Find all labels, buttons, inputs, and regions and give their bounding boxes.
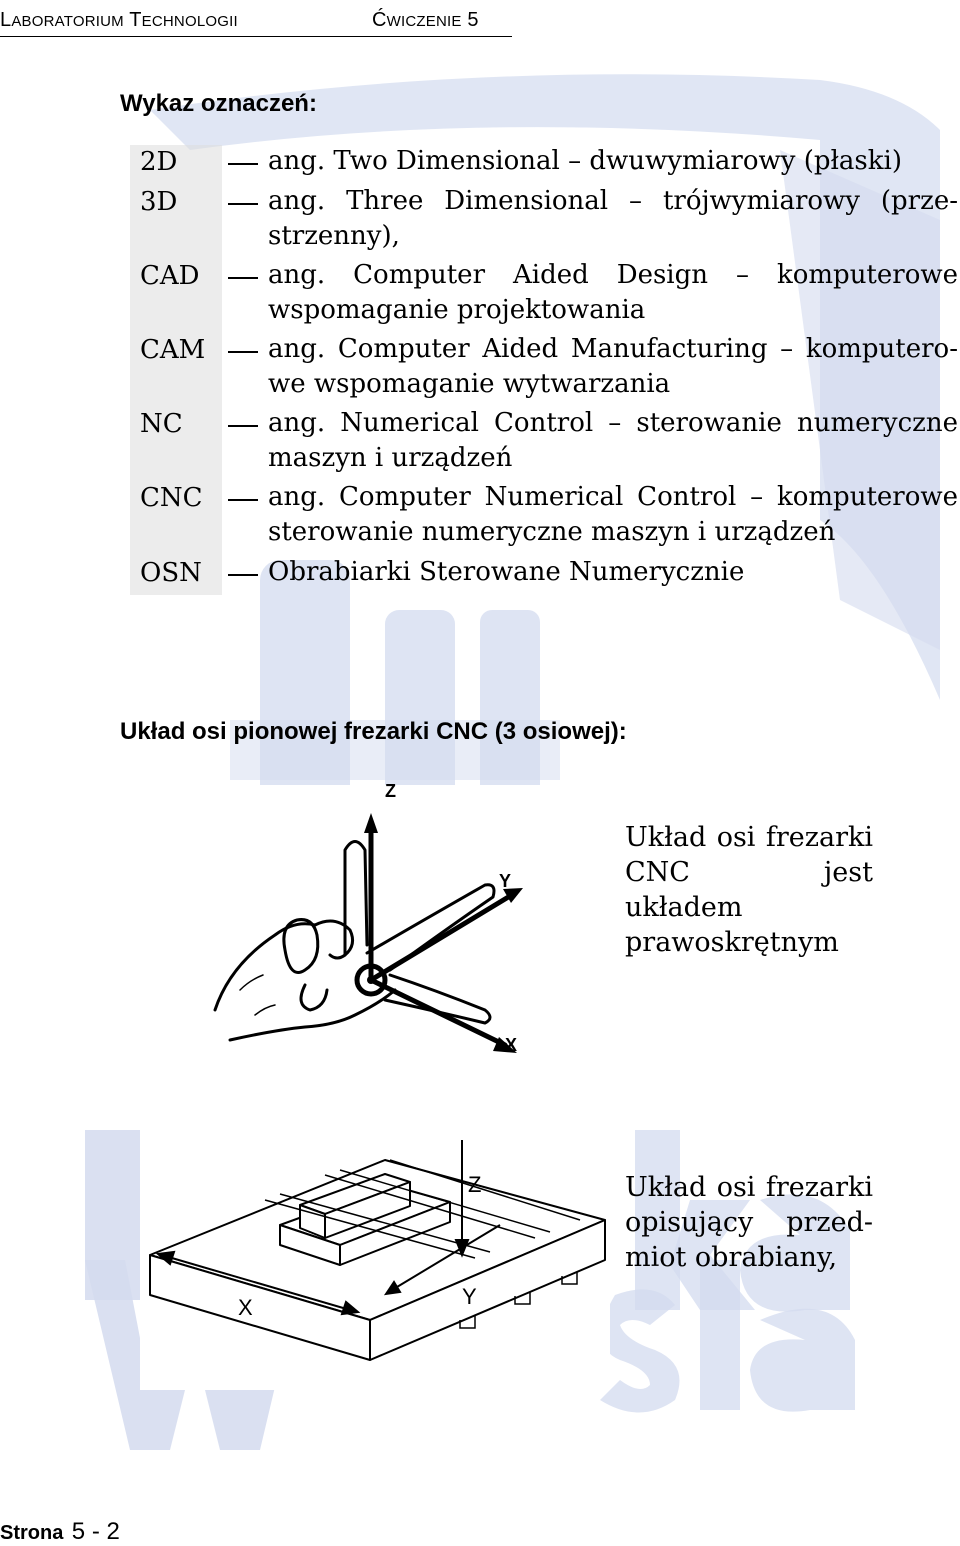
page-footer: Strona 5 - 2: [0, 1518, 120, 1546]
right-hand-rule-figure: Z Y X: [185, 781, 545, 1065]
dash: [228, 163, 258, 165]
abbr-2d-description: ang. Two Dimensional – dwuwymiarowy (pła…: [268, 146, 902, 176]
abbr-cam: CAM: [140, 335, 206, 365]
abbr-nc: NC: [140, 409, 183, 439]
abbreviations-heading: Wykaz oznaczeń:: [120, 90, 317, 117]
header-course-title: LABORATORIUM TECHNOLOGII: [0, 9, 238, 31]
abbr-osn: OSN: [140, 558, 202, 588]
abbr-cnc-description: ang. Computer Numerical Control – komput…: [268, 482, 958, 547]
dash: [228, 351, 258, 353]
dash: [228, 203, 258, 205]
hand-z-label: Z: [385, 781, 396, 801]
abbr-cad-description: ang. Computer Aided Design – komputerowe…: [268, 260, 958, 325]
table-figure-note: Układ osi frezarki opisujący przed- miot…: [625, 1170, 873, 1275]
abbr-osn-description: Obrabiarki Sterowane Numerycznie: [268, 557, 745, 587]
abbr-cad: CAD: [140, 261, 200, 291]
axes-heading: Układ osi pionowej frezarki CNC (3 osiow…: [120, 718, 627, 745]
dash: [228, 574, 258, 576]
table-z-label: Z: [468, 1172, 481, 1197]
table-x-label: X: [238, 1295, 253, 1320]
abbr-cam-description: ang. Computer Aided Manufacturing – komp…: [268, 334, 958, 399]
hand-note-line: Układ osi frezarki: [625, 822, 873, 853]
hand-y-label: Y: [499, 871, 511, 891]
dash: [228, 277, 258, 279]
table-note-line: opisujący przed-: [625, 1207, 873, 1238]
table-note-line: miot obrabiany,: [625, 1242, 838, 1273]
hand-figure-note: Układ osi frezarki CNC jest układem praw…: [625, 820, 873, 960]
hand-note-line: CNC jest układem: [625, 857, 873, 923]
dash: [228, 425, 258, 427]
abbr-3d-description: ang. Three Dimensional – trójwymiarowy (…: [268, 186, 958, 251]
dash: [228, 499, 258, 501]
page-header: LABORATORIUM TECHNOLOGII ĆWICZENIE 5: [0, 4, 512, 37]
footer-label: Strona: [0, 1522, 64, 1544]
hand-x-label: X: [505, 1035, 517, 1055]
abbr-2d: 2D: [140, 147, 178, 177]
table-y-label: Y: [462, 1284, 477, 1309]
hand-note-line: prawoskrętnym: [625, 927, 839, 958]
abbr-cnc: CNC: [140, 483, 203, 513]
machine-table-figure: Z Y X: [140, 1130, 610, 1390]
abbr-nc-description: ang. Numerical Control – sterowanie nume…: [268, 408, 958, 473]
abbr-3d: 3D: [140, 187, 178, 217]
abbreviation-column-shading: [130, 145, 222, 595]
footer-page-number: 5 - 2: [71, 1518, 120, 1545]
header-exercise-number: ĆWICZENIE 5: [372, 9, 479, 31]
table-note-line: Układ osi frezarki: [625, 1172, 873, 1203]
